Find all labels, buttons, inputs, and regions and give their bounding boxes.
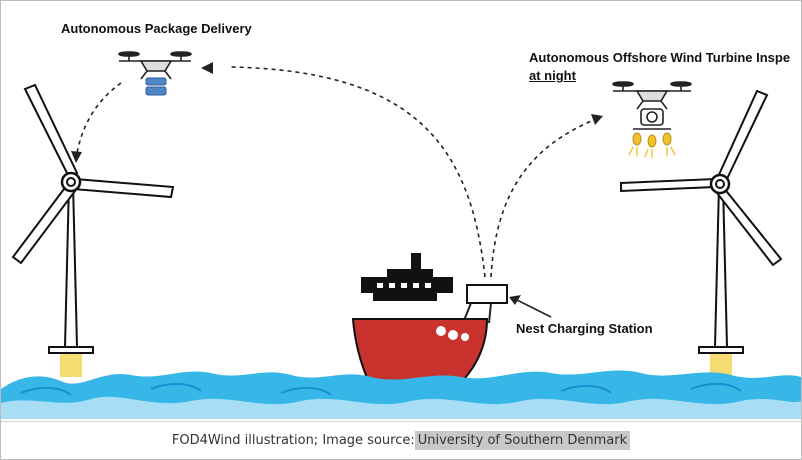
inspection-label: Autonomous Offshore Wind Turbine Inspe a… (529, 49, 790, 85)
package-delivery-label: Autonomous Package Delivery (61, 21, 252, 36)
nest-pointer-line (512, 297, 552, 318)
arrowhead-nest (509, 295, 521, 305)
turbine-blade (71, 177, 175, 199)
camera-icon (640, 108, 664, 126)
package-icon (145, 77, 167, 96)
lamp-icons (632, 132, 672, 148)
flight-paths (75, 66, 597, 278)
turbine-tower (713, 184, 729, 348)
turbine-blade (620, 177, 716, 193)
caption-prefix: FOD4Wind illustration; Image source: (171, 432, 415, 448)
path-package-drone-to-turbine (75, 82, 122, 160)
path-station-to-package-drone (230, 66, 486, 278)
fod4wind-illustration (1, 51, 801, 419)
wind-turbine-icon-right (620, 89, 783, 391)
inspection-label-line2: at night (529, 68, 576, 83)
wind-turbine-icon-left (11, 83, 175, 377)
turbine-blade (23, 83, 79, 179)
ship-superstructure (361, 253, 453, 301)
nest-station-label: Nest Charging Station (516, 321, 653, 336)
inspection-label-line1: Autonomous Offshore Wind Turbine Inspe (529, 50, 791, 65)
turbine-blade (715, 185, 783, 267)
nest-charging-station (466, 284, 508, 304)
light-rays (628, 146, 676, 158)
caption-source-link[interactable]: University of Southern Denmark (414, 430, 631, 450)
caption: FOD4Wind illustration; Image source: Uni… (1, 421, 801, 458)
arrowhead-turbine (71, 151, 82, 163)
arrowheads (71, 62, 603, 305)
turbine-tower (63, 182, 79, 348)
arrowhead-package-drone (201, 62, 213, 74)
turbine-blade (11, 183, 77, 265)
path-station-to-inspection-drone (490, 118, 597, 278)
arrowhead-inspection-drone (591, 114, 603, 125)
turbine-blade (715, 89, 769, 185)
drone-icon-package (118, 51, 192, 96)
sea (1, 370, 801, 419)
drone-icon-inspection (612, 81, 692, 158)
turbine-foundation (60, 353, 82, 377)
